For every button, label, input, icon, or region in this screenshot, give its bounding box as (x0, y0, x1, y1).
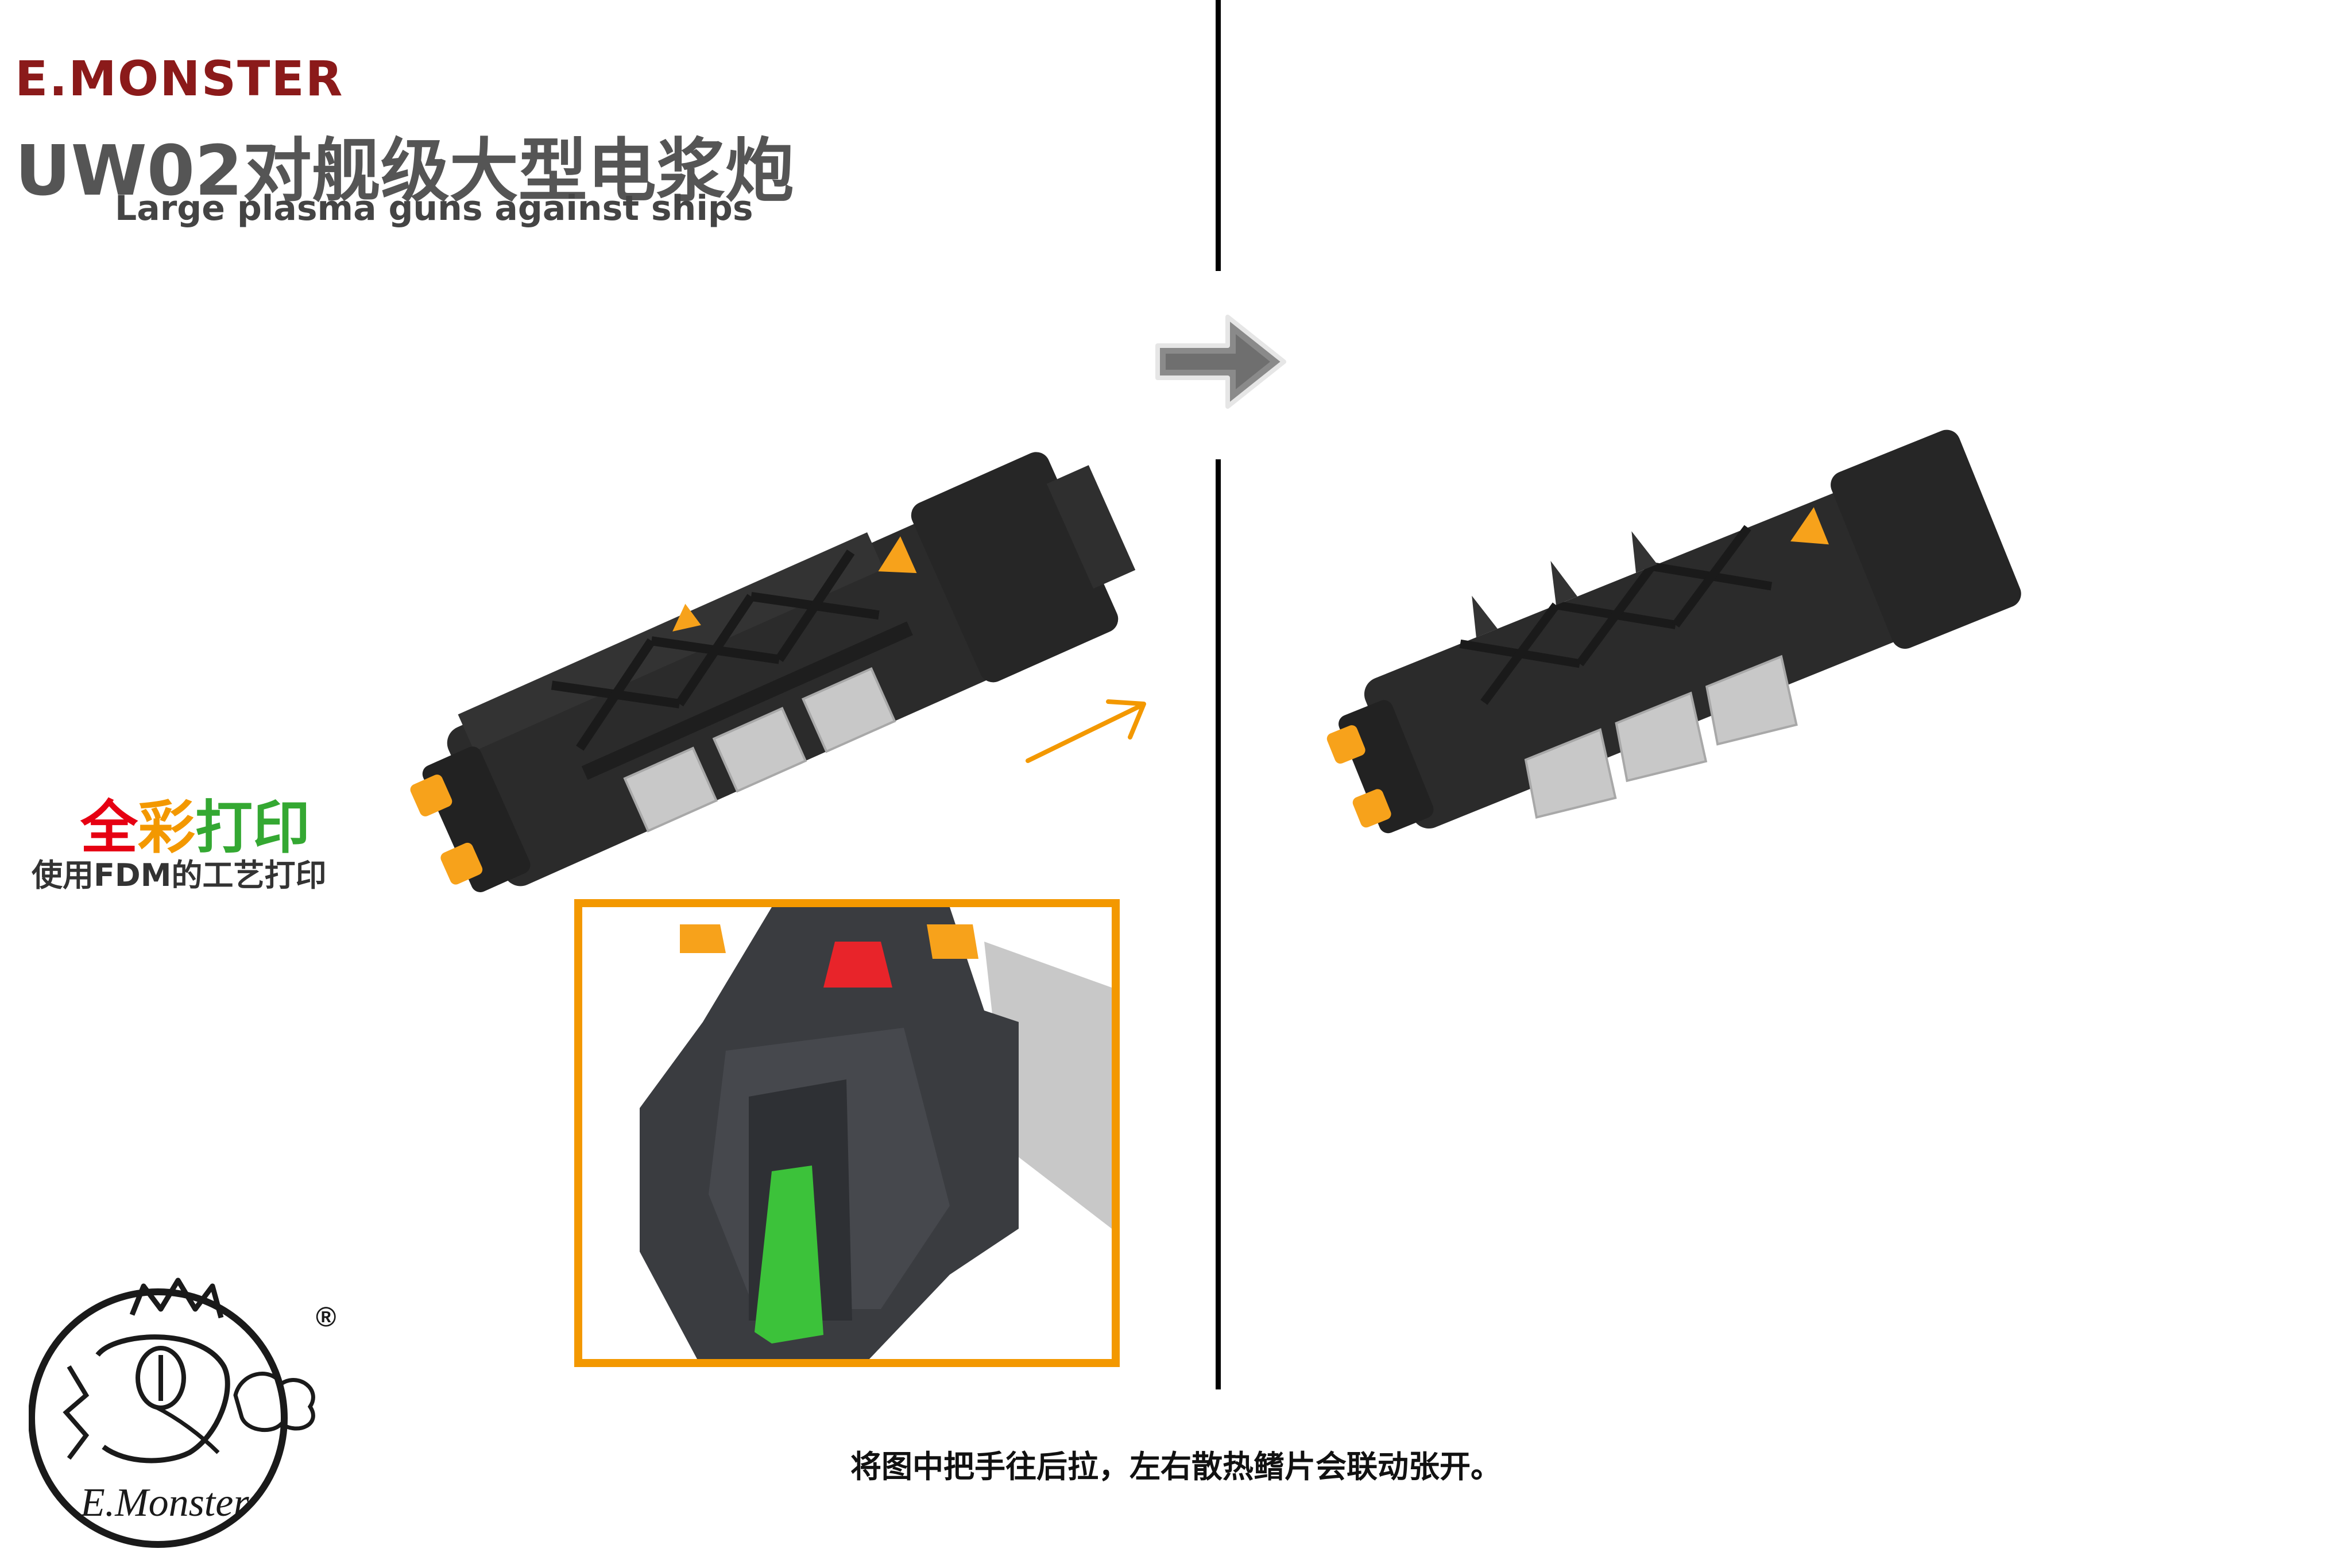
detail-photo (582, 907, 1112, 1359)
instruction-caption: 将图中把手往后拉，左右散热鳍片会联动张开。 (850, 1449, 1502, 1485)
color-print-char-3: 打印 (195, 794, 310, 861)
product-title: UW02对舰级大型电浆炮 (15, 131, 794, 211)
right-arrow-icon (1155, 315, 1286, 409)
color-print-char-1: 全 (80, 794, 138, 861)
color-print-title: 全彩打印 (80, 781, 310, 864)
product-subtitle: Large plasma guns against ships (115, 188, 753, 229)
color-print-char-2: 彩 (138, 794, 195, 861)
brand-name: E.MONSTER (15, 51, 344, 107)
color-print-subtitle: 使用FDM的工艺打印 (32, 857, 327, 893)
divider-bottom (1216, 459, 1221, 1389)
pull-arrow-icon (1026, 699, 1146, 763)
divider-top (1216, 0, 1221, 271)
cannon-closed-photo (410, 452, 1136, 892)
logo-text: E.Monster (80, 1481, 249, 1525)
detail-inset (574, 899, 1120, 1367)
emonster-logo: ® E.Monster (29, 1277, 336, 1548)
registered-mark: ® (316, 1302, 336, 1333)
cannon-open-photo (1326, 429, 2021, 834)
